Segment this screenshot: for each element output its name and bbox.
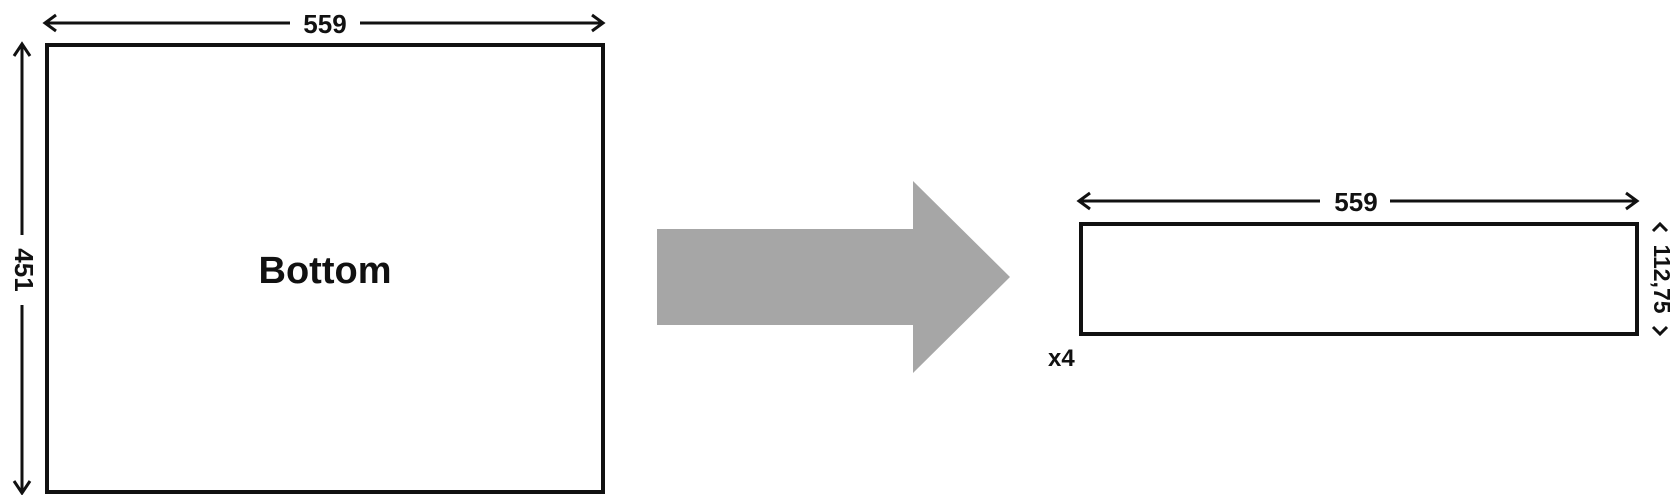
strip-count-label: x4: [1048, 345, 1075, 372]
strip-height-label: 112,75: [1649, 244, 1675, 313]
arrowhead-right-icon: [591, 13, 606, 33]
arrowhead-left-icon: [1076, 191, 1091, 211]
bottom-panel-group: Bottom: [45, 43, 605, 494]
bottom-panel-rect: [45, 43, 605, 494]
arrowhead-up-icon: [12, 41, 32, 57]
strip-panel-group: [1079, 222, 1639, 336]
bottom-panel-label: Bottom: [259, 250, 392, 292]
arrowhead-down-icon: [12, 480, 32, 495]
right-arrow-icon: [657, 181, 1010, 373]
bottom-height-label: 451: [9, 248, 39, 291]
arrowhead-down-icon: [1651, 325, 1669, 337]
strip-width-label: 559: [1334, 187, 1377, 217]
bottom-width-label: 559: [303, 9, 346, 39]
bottom-width-dimension: 559: [42, 9, 606, 39]
strip-width-dimension: 559: [1076, 187, 1640, 217]
strip-height-dimension: 112,75: [1649, 221, 1675, 337]
arrowhead-right-icon: [1625, 191, 1640, 211]
arrowhead-up-icon: [1651, 221, 1669, 233]
arrowhead-left-icon: [42, 13, 57, 33]
strip-panel-rect: [1079, 222, 1639, 336]
bottom-height-dimension: 451: [9, 41, 39, 495]
